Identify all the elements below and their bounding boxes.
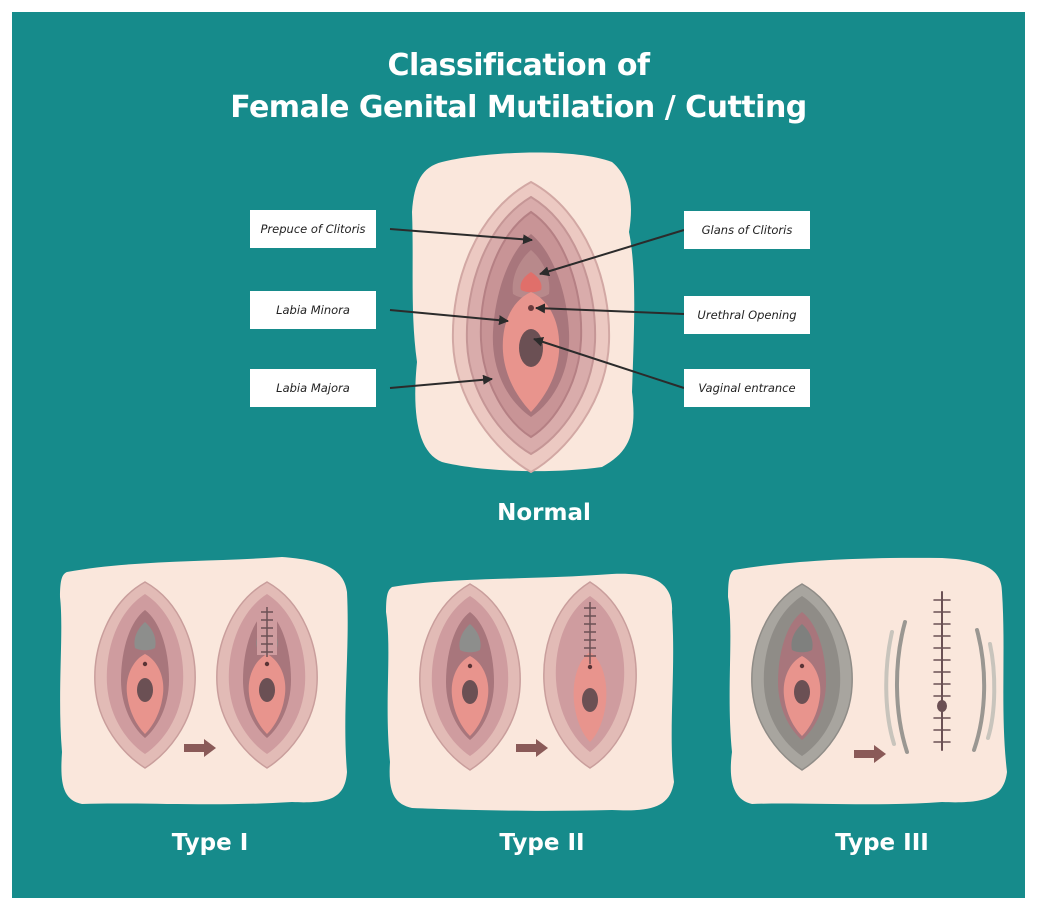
label-prepuce-of-clitoris: Prepuce of Clitoris — [250, 210, 376, 248]
label-vaginal-entrance: Vaginal entrance — [684, 369, 810, 407]
figure-frame: Classification of Female Genital Mutilat… — [12, 12, 1025, 898]
caption-normal: Normal — [434, 500, 654, 526]
label-urethral-opening: Urethral Opening — [684, 296, 810, 334]
illustration-canvas — [12, 12, 1025, 898]
label-glans-of-clitoris: Glans of Clitoris — [684, 211, 810, 249]
caption-type-3: Type III — [772, 830, 992, 856]
label-labia-minora: Labia Minora — [250, 291, 376, 329]
label-labia-majora: Labia Majora — [250, 369, 376, 407]
caption-type-1: Type I — [100, 830, 320, 856]
caption-type-2: Type II — [432, 830, 652, 856]
